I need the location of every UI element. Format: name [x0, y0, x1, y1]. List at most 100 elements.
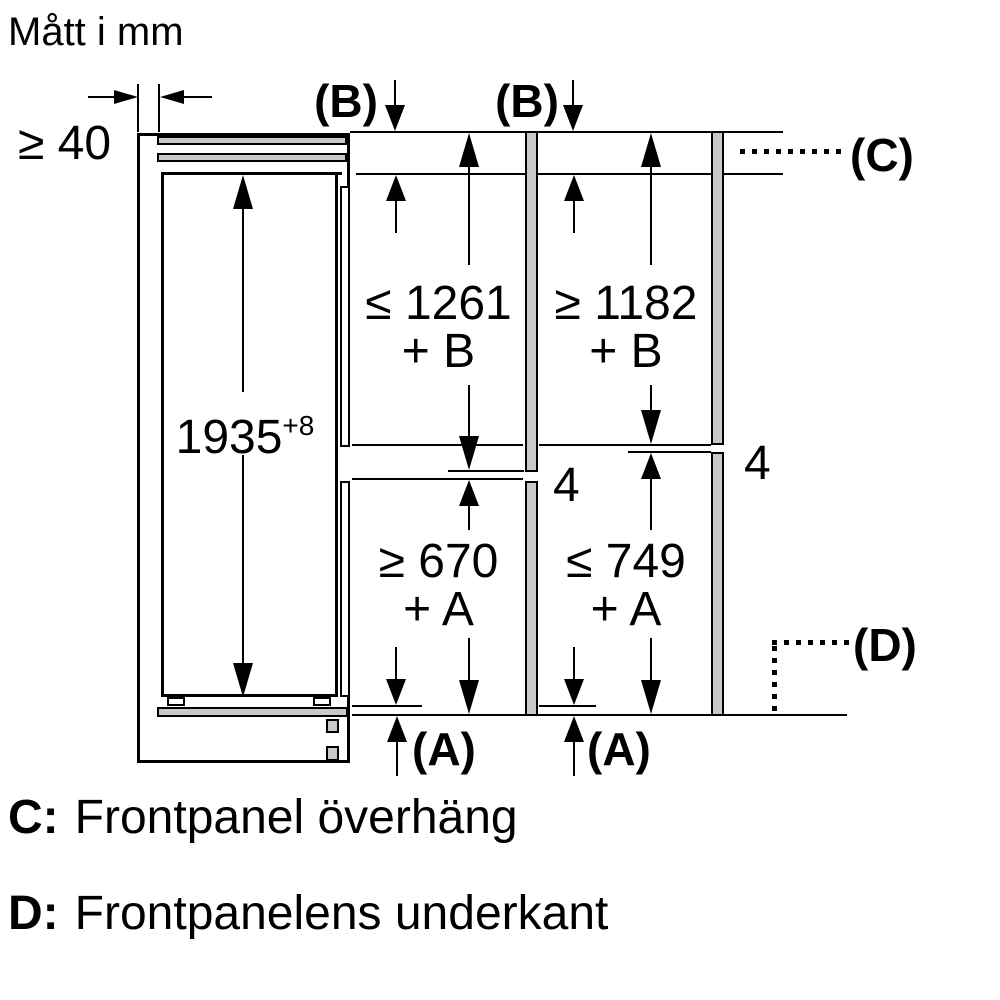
dimension-line: [468, 504, 470, 530]
arrow-down-icon: [459, 680, 479, 714]
dotted-line-d: [772, 640, 850, 645]
dimension-line: [572, 80, 574, 106]
dim-left-upper-value: ≤ 1261: [365, 277, 512, 330]
door-joint-line: [352, 444, 523, 446]
appliance-top: [161, 172, 342, 175]
front-panel-mid-upper: [525, 131, 538, 472]
legend-row-c: C: Frontpanel överhäng: [8, 790, 518, 845]
arrow-up-icon: [233, 175, 253, 209]
dimension-line: [242, 207, 244, 392]
panel-gap-line: [352, 478, 523, 480]
dim-left-lower-add: + A: [403, 583, 474, 636]
dim-left-lower: ≥ 670 + A: [352, 538, 525, 634]
arrow-down-icon: [641, 410, 661, 444]
panel-bottom-line: [352, 714, 847, 716]
top-clearance-value: ≥ 40: [18, 117, 112, 170]
legend-d-key: D:: [8, 887, 59, 940]
appliance-top-line: [356, 173, 783, 175]
arrow-up-icon: [641, 133, 661, 167]
dimension-line: [395, 199, 397, 233]
dimension-line: [650, 477, 652, 530]
vent-strip-top-2: [157, 153, 347, 162]
dim-left-upper-add: + B: [401, 325, 476, 378]
extension-line: [158, 84, 160, 132]
niche-height-tolerance: +8: [282, 410, 315, 441]
panel-top-line: [350, 131, 783, 133]
dim-left-lower-value: ≥ 670: [378, 535, 499, 588]
dimension-line: [468, 638, 470, 682]
dimension-line: [468, 165, 470, 265]
arrow-up-icon: [459, 480, 479, 506]
niche-height-dim: 1935+8: [160, 402, 330, 462]
dimension-line: [573, 647, 575, 681]
dimension-line: [184, 96, 212, 98]
dimension-line: [650, 165, 652, 265]
plinth-block: [326, 719, 339, 733]
arrow-down-icon: [459, 436, 479, 470]
arrow-down-icon: [564, 679, 584, 705]
vent-strip-top-1: [157, 136, 347, 145]
front-panel-right-lower: [711, 452, 724, 716]
appliance-bottom-line: [352, 705, 422, 707]
dim-right-lower-add: + A: [590, 583, 662, 636]
appliance-foot: [313, 697, 331, 706]
niche-height-value: 1935: [175, 411, 283, 464]
dimension-line: [650, 638, 652, 682]
dim-right-lower-value: ≤ 749: [566, 535, 686, 588]
label-a-right: (A): [587, 723, 651, 775]
cabinet-bottom: [137, 760, 350, 763]
arrow-right-icon: [114, 90, 138, 104]
cabinet-left-wall: [137, 133, 140, 763]
door-edge-upper: [340, 186, 350, 447]
dim-right-lower: ≤ 749 + A: [540, 538, 712, 634]
front-panel-right-upper: [711, 131, 724, 445]
arrow-down-icon: [233, 663, 253, 697]
arrow-up-icon: [459, 133, 479, 167]
legend-c-text: Frontpanel överhäng: [74, 791, 518, 844]
appliance-right: [335, 172, 338, 697]
dimension-line: [242, 455, 244, 665]
legend-c-key: C:: [8, 791, 59, 844]
arrow-down-icon: [385, 105, 405, 131]
door-edge-lower: [340, 481, 350, 697]
arrow-up-icon: [564, 716, 584, 742]
dimension-line: [468, 385, 470, 437]
label-c: (C): [850, 129, 914, 181]
dimension-line: [573, 740, 575, 776]
arrow-down-icon: [563, 105, 583, 131]
appliance-foot: [167, 697, 185, 706]
dim-left-upper: ≤ 1261 + B: [352, 280, 525, 376]
legend-d-text: Frontpanelens underkant: [74, 887, 609, 940]
label-b-left: (B): [314, 75, 378, 127]
label-b-right: (B): [495, 75, 559, 127]
joint-gap-left-value: 4: [553, 459, 580, 512]
door-joint-line: [539, 444, 711, 446]
arrow-up-icon: [641, 453, 661, 479]
dimension-line: [573, 199, 575, 233]
label-a-left: (A): [412, 723, 476, 775]
dim-right-upper: ≥ 1182 + B: [540, 280, 712, 376]
cabinet-top: [137, 133, 350, 136]
dimension-line: [394, 80, 396, 106]
front-panel-mid-lower: [525, 481, 538, 716]
plinth-strip: [157, 707, 348, 717]
dotted-line-c: [740, 149, 844, 154]
arrow-up-icon: [564, 175, 584, 201]
appliance-left: [161, 172, 164, 697]
dotted-line-d: [772, 646, 777, 716]
arrow-up-icon: [387, 716, 407, 742]
arrow-left-icon: [160, 90, 184, 104]
dimension-line: [396, 740, 398, 776]
arrow-up-icon: [386, 175, 406, 201]
panel-gap-line: [448, 470, 524, 472]
dim-right-upper-value: ≥ 1182: [554, 277, 698, 330]
appliance-bottom-line: [539, 705, 596, 707]
dimension-line: [395, 647, 397, 681]
arrow-down-icon: [386, 679, 406, 705]
plinth-block: [326, 746, 339, 761]
label-d: (D): [853, 619, 917, 671]
joint-gap-right-value: 4: [744, 437, 771, 490]
extension-line: [137, 84, 139, 132]
arrow-down-icon: [641, 680, 661, 714]
